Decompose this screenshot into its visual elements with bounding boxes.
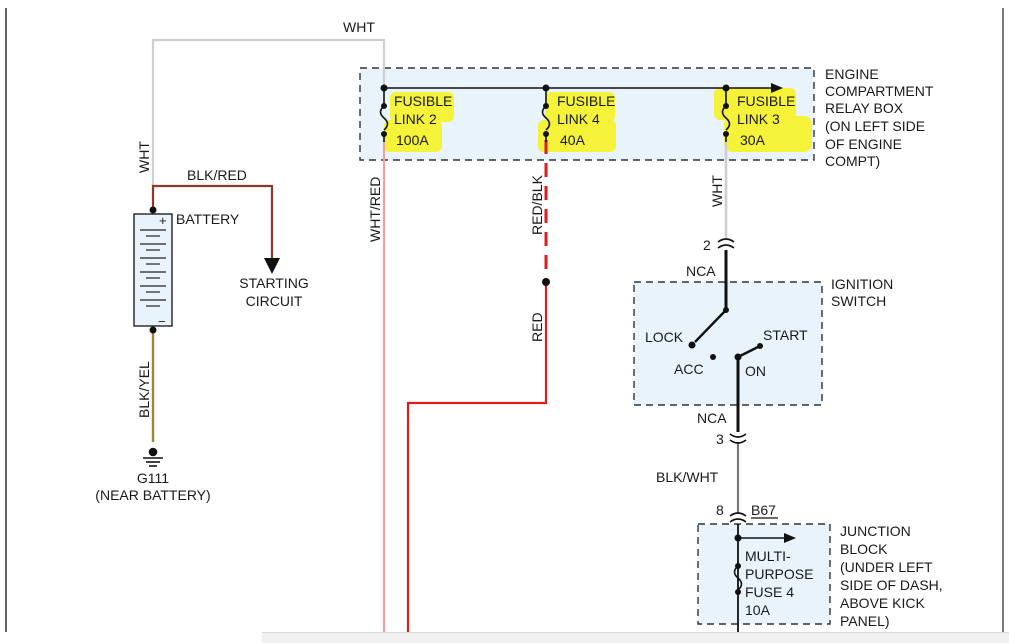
highlight-fl3-top [714,88,796,120]
fl4-rating: 40A [560,132,586,148]
wire-label-blk-yel: BLK/YEL [136,361,152,418]
ground-icon [143,447,163,467]
fuse-line-4: 10A [745,602,771,618]
fuse-line-3: FUSE 4 [745,584,794,600]
relay-box-label-line: OF ENGINE [825,136,902,152]
battery-pos-terminal [149,206,157,214]
bottom-strip-left [0,632,262,643]
battery-minus: − [158,314,166,329]
connector-nca-bottom-icon [729,433,747,444]
wire-blk-red [151,184,274,262]
wire-label-blk-red: BLK/RED [187,167,247,183]
battery-cells [140,229,166,307]
wire-label-wht-red: WHT/RED [367,177,383,242]
connector-top-name: NCA [686,263,716,279]
battery-icon [133,213,173,327]
wire-label-wht-link3: WHT [709,175,725,207]
battery-plus: + [159,213,167,228]
multi-purpose-fuse-icon [733,533,796,595]
wire-label-red-blk: RED/BLK [529,174,545,235]
junction-connector: B67 [751,502,776,518]
junction-block-label-line: (UNDER LEFT [840,559,933,575]
fusible-link-4-icon [541,84,551,142]
battery-neg-terminal [149,326,157,334]
switch-pos-acc: ACC [674,361,704,377]
fuse-line-1: MULTI- [745,548,791,564]
fl2-rating: 100A [396,132,429,148]
battery-label: BATTERY [176,211,240,227]
relay-box-label-line: COMPT) [825,153,880,169]
switch-pos-lock: LOCK [645,329,684,345]
connector-b67-icon [729,512,747,523]
wire-wht-top [151,38,386,210]
starting-circuit-arrow-icon [264,258,280,274]
connector-nca-top-icon [717,238,735,249]
wire-label-wht-top: WHT [343,19,375,35]
starting-circuit-line-2: CIRCUIT [246,293,303,309]
switch-pos-start: START [763,327,808,343]
relay-box-label: ENGINE COMPARTMENT RELAY BOX (ON LEFT SI… [825,66,934,169]
fusible-link-2-icon [379,84,389,142]
relay-box-label-line: ENGINE [825,66,879,82]
highlight-fl4-top [545,92,615,122]
junction-block-label-line: JUNCTION [840,523,911,539]
connector-bottom-pin: 3 [716,431,724,447]
junction-block-label: JUNCTION BLOCK (UNDER LEFT SIDE OF DASH,… [840,523,943,629]
fl4-line1: FUSIBLE [557,93,615,109]
wire-label-blk-wht: BLK/WHT [656,469,719,485]
starting-circuit-line-1: STARTING [239,275,309,291]
wire-label-wht-battery: WHT [136,141,152,173]
highlight-fl2-top [390,92,454,122]
highlight-fl4-bottom [538,120,616,152]
junction-block-label-line: SIDE OF DASH, [840,577,943,593]
relay-box-label-line: RELAY BOX [825,100,904,116]
relay-bus-arrow-icon [771,83,783,93]
bottom-toolbar-strip [262,632,1009,643]
fuse-line-2: PURPOSE [745,566,813,582]
ignition-switch-label-2: SWITCH [831,293,886,309]
junction-block-label-line: BLOCK [840,541,888,557]
connector-bottom-name: NCA [697,410,727,426]
ground-location: (NEAR BATTERY) [95,487,210,503]
splice-dot [542,278,550,286]
fl2-line1: FUSIBLE [394,93,452,109]
fl3-line2: LINK 3 [737,111,780,127]
junction-pin: 8 [716,502,724,518]
wire-red [406,282,548,643]
switch-pos-on: ON [745,363,766,379]
junction-block-label-line: PANEL) [840,613,890,629]
highlight-fl3-bottom [724,116,812,152]
relay-box-label-line: (ON LEFT SIDE [825,118,925,134]
fl2-line2: LINK 2 [394,111,437,127]
relay-box-label-line: COMPARTMENT [825,83,934,99]
ground-id: G111 [137,470,169,486]
junction-block-label-line: ABOVE KICK [840,595,925,611]
highlight-fl2-bottom [384,120,442,152]
ignition-switch-label-1: IGNITION [831,276,893,292]
ignition-switch-icon [688,307,763,405]
connector-top-pin: 2 [703,237,711,253]
ignition-switch-box [633,281,823,406]
wire-label-red: RED [529,312,545,342]
fl4-line2: LINK 4 [557,111,600,127]
junction-block-box [697,523,831,625]
fl3-line1: FUSIBLE [737,93,795,109]
fusible-link-3-icon [721,84,731,142]
fl3-rating: 30A [740,132,766,148]
